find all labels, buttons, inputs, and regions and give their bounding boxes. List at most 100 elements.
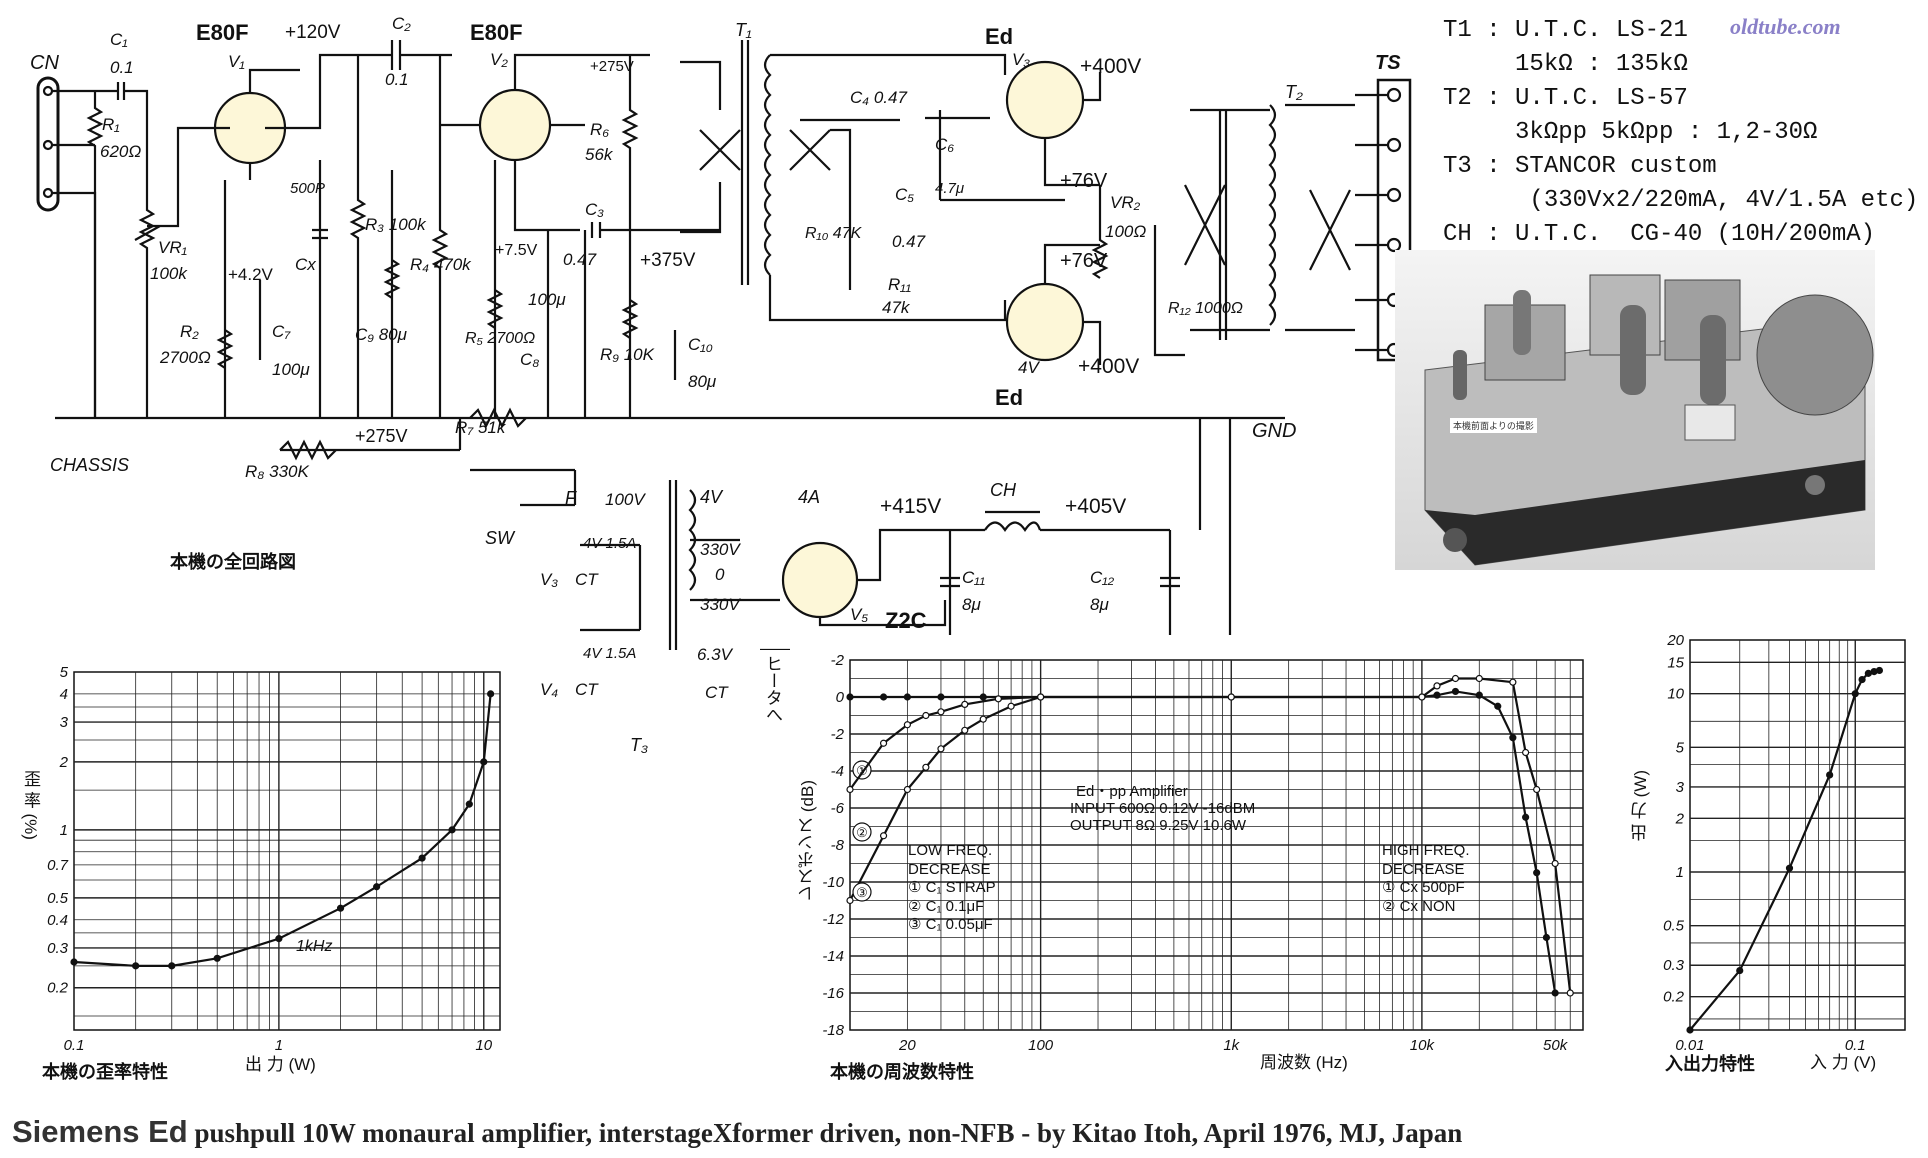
label-vr2: VR₂ bbox=[1110, 193, 1141, 212]
chart2-series-1-point bbox=[1433, 682, 1441, 690]
label-ed-v4: Ed bbox=[995, 385, 1024, 410]
label-r6-value: 56k bbox=[585, 145, 613, 164]
chart2-annotation-line1: Ed・pp Amplifier bbox=[1076, 783, 1188, 800]
label-v3: V₃ bbox=[1012, 50, 1031, 69]
label-c8-value: 100μ bbox=[528, 290, 566, 309]
chart2-ytick: -14 bbox=[822, 948, 844, 965]
chart2-ytick: -18 bbox=[822, 1022, 844, 1039]
chart2-series-1-point bbox=[994, 695, 1002, 703]
chart2-series-1-point bbox=[1566, 989, 1574, 997]
chart2-series-1-point bbox=[1522, 748, 1530, 757]
chart1-series-0-point bbox=[70, 958, 78, 966]
page-caption: Siemens Ed pushpull 10W monaural amplifi… bbox=[12, 1114, 1462, 1150]
chart2-annotation-line2: INPUT 600Ω 0.12V -16dBM bbox=[1070, 800, 1256, 817]
chart2-series-2-point bbox=[879, 832, 888, 840]
chart1-frame bbox=[73, 671, 501, 1031]
chart1-ytick: 3 bbox=[60, 714, 69, 731]
label-v42: +4.2V bbox=[228, 265, 273, 284]
label-c11: C₁₁ bbox=[962, 568, 986, 587]
label-330v: 330V bbox=[700, 540, 740, 559]
chart1-ytick: 2 bbox=[59, 754, 69, 771]
label-b76-top: +76V bbox=[1060, 170, 1108, 192]
chart1-xlabel: 出 力 (W) bbox=[245, 1055, 316, 1074]
photo-caption: 本機前面よりの撮影 bbox=[1450, 418, 1537, 433]
label-r7: R₇ 51k bbox=[455, 418, 506, 437]
chart2-series-2-point bbox=[961, 726, 969, 734]
label-v75: +7.5V bbox=[495, 242, 538, 259]
spec-line-6: CH : U.T.C. CG-40 (10H/200mA) bbox=[1443, 221, 1876, 248]
chart2-ytick: -2 bbox=[831, 726, 845, 743]
chart3-ytick: 2 bbox=[1675, 810, 1685, 827]
chart3-series-0-point bbox=[1851, 690, 1859, 698]
chart2-series-1-point bbox=[1509, 678, 1517, 686]
chart2-ytick: -10 bbox=[822, 874, 844, 891]
label-c2-value: 0.1 bbox=[385, 70, 409, 89]
chart2-xtick: 1k bbox=[1223, 1037, 1240, 1054]
chart1-xtick: 0.1 bbox=[64, 1037, 85, 1054]
chart1-ytick: 0.3 bbox=[47, 940, 69, 957]
label-b275b: +275V bbox=[590, 58, 634, 75]
legend-low-4: ③ C₁ 0.05μF bbox=[908, 916, 993, 933]
chart1-annotation: 1kHz bbox=[296, 938, 333, 955]
chart3-series-0-point bbox=[1686, 1026, 1694, 1034]
chart3-xlabel: 入 力 (V) bbox=[1810, 1053, 1877, 1072]
label-c5: C₅ bbox=[895, 185, 915, 204]
chart2-series-1-marker-label: ② bbox=[856, 825, 868, 840]
label-c2: C₂ bbox=[392, 14, 411, 33]
legend-high-0: HIGH FREQ. bbox=[1382, 842, 1470, 859]
label-z2c: Z2C bbox=[885, 608, 927, 633]
label-ch: CH bbox=[990, 480, 1016, 500]
chart3-ytick: 0.2 bbox=[1663, 989, 1685, 1006]
chart2-series-0-point bbox=[937, 693, 945, 701]
label-b76-bottom: +76V bbox=[1060, 250, 1108, 272]
chart1-series-0-point bbox=[487, 690, 495, 698]
label-v4: 4V bbox=[1018, 358, 1039, 377]
label-t2: T₂ bbox=[1285, 82, 1303, 102]
chart2-xtick: 10k bbox=[1410, 1037, 1436, 1054]
chart1-xtick: 10 bbox=[475, 1037, 492, 1054]
label-c5-value: 0.47 bbox=[892, 232, 926, 251]
label-b400-top: +400V bbox=[1080, 55, 1142, 78]
chart2-series-1-point bbox=[1451, 674, 1460, 683]
chart2-ytick: -6 bbox=[831, 800, 845, 817]
chart3-series-0-point bbox=[1826, 771, 1834, 779]
label-fuse: F bbox=[565, 488, 576, 508]
chart3-series-0-point bbox=[1864, 669, 1872, 677]
chart3-ylabel: 出 力 (W) bbox=[1631, 770, 1650, 841]
label-cn: CN bbox=[30, 52, 59, 74]
label-c1-value: 0.1 bbox=[110, 58, 134, 77]
chart1-title: 本機の歪率特性 bbox=[42, 1062, 168, 1082]
label-sw: SW bbox=[485, 528, 514, 548]
chart3-ytick: 0.5 bbox=[1663, 918, 1685, 935]
chart2-ytick: -12 bbox=[822, 911, 844, 928]
spec-line-3: 3kΩpp 5kΩpp : 1,2-30Ω bbox=[1443, 119, 1818, 146]
label-r6: R₆ bbox=[590, 120, 610, 139]
caption-rest: pushpull 10W monaural amplifier, interst… bbox=[187, 1118, 1463, 1148]
chart2-series-2-point bbox=[979, 715, 987, 723]
label-63v: 6.3V bbox=[697, 645, 732, 664]
chart2-annotation-box: Ed・pp Amplifier INPUT 600Ω 0.12V -16dBM … bbox=[1070, 783, 1255, 834]
label-b405: +405V bbox=[1065, 495, 1127, 518]
label-heater-v4: 4V 1.5A bbox=[583, 645, 637, 662]
label-b375: +375V bbox=[640, 250, 696, 271]
chart2-ytick: -4 bbox=[831, 763, 844, 780]
chart3-series-0-point bbox=[1870, 667, 1878, 676]
legend-low-1: DECREASE bbox=[908, 860, 991, 878]
chart2-ytick: 0 bbox=[836, 689, 845, 706]
chart1-ytick: 0.5 bbox=[47, 890, 69, 907]
chart2-series-1-point bbox=[922, 711, 930, 720]
label-r5: R₅ 2700Ω bbox=[465, 330, 536, 347]
spec-line-2: T2 : U.T.C. LS-57 bbox=[1443, 85, 1688, 112]
chart2-series-1-point bbox=[1533, 785, 1541, 794]
label-t3: T₃ bbox=[630, 735, 649, 755]
label-r2-value: 2700Ω bbox=[160, 348, 211, 367]
label-r10: R₁₀ 47K bbox=[805, 225, 862, 242]
chart2-series-1-point bbox=[1551, 859, 1559, 868]
chart2-series-0-point bbox=[979, 693, 987, 701]
label-c12-value: 8μ bbox=[1090, 595, 1109, 614]
label-v3-heater: V₃ bbox=[540, 570, 559, 589]
label-b415: +415V bbox=[880, 495, 942, 518]
chart3-frame bbox=[1689, 639, 1906, 1031]
amplifier-photo-drawing bbox=[1424, 274, 1874, 566]
